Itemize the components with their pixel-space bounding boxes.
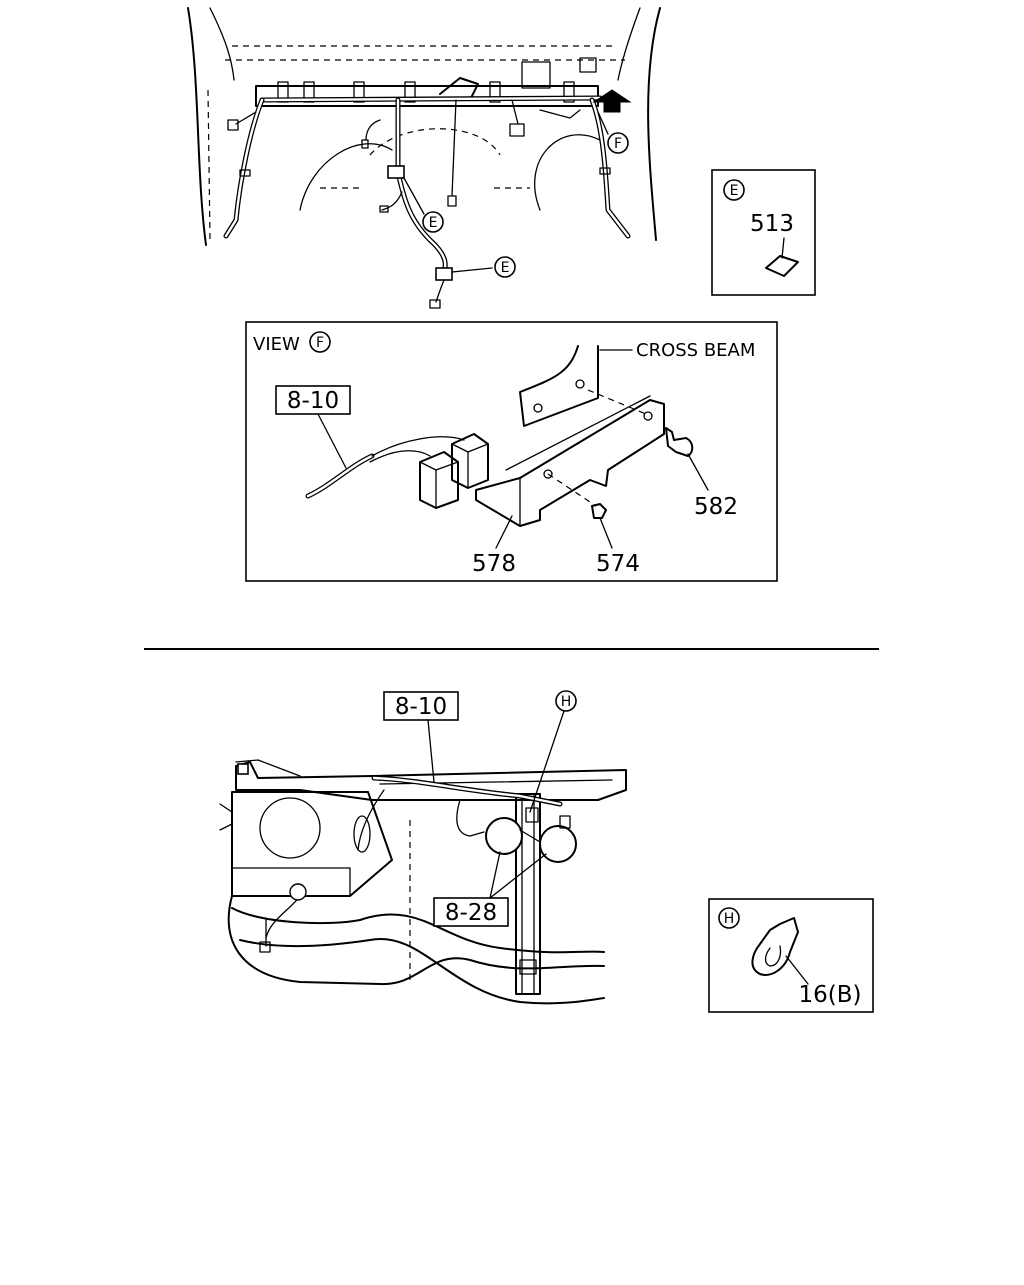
detail-h-letter: H (724, 911, 735, 927)
svg-text:E: E (429, 215, 438, 231)
svg-text:8-10: 8-10 (395, 694, 447, 720)
screw-574-shape (591, 503, 607, 519)
clip-513-shape (765, 255, 799, 277)
svg-text:H: H (561, 694, 572, 710)
ref-box-8-10-bottom: 8-10 (383, 691, 459, 721)
svg-text:E: E (501, 260, 510, 276)
view-label: VIEW (253, 334, 300, 355)
callout-e-lower: E (494, 256, 516, 278)
svg-text:F: F (614, 136, 622, 152)
ref-box-8-10-view (275, 385, 351, 415)
part-513-label: 513 (750, 211, 794, 237)
view-f-letter: F (316, 335, 324, 351)
ref-box-8-28: 8-28 (433, 897, 509, 927)
cross-beam-label: CROSS BEAM (636, 340, 755, 361)
part-574-label: 574 (596, 551, 640, 577)
part-16b-label: 16(B) (799, 982, 862, 1008)
callout-e-upper: E (422, 211, 444, 233)
view-f-box: VIEW F CROSS BEAM 8-10 582 (245, 321, 778, 582)
svg-text:8-28: 8-28 (445, 900, 497, 926)
detail-e-box: E 513 (711, 169, 816, 296)
clip-16b-shape (751, 917, 799, 976)
radiator-support-illustration (219, 759, 627, 1005)
svg-text:8-10: 8-10 (287, 388, 339, 414)
callout-h: H (555, 690, 577, 712)
clip-582-shape (665, 427, 694, 457)
detail-h-box: H 16(B) (708, 898, 874, 1013)
part-582-label: 582 (694, 494, 738, 520)
part-578-label: 578 (472, 551, 516, 577)
callout-f: F (607, 132, 629, 154)
dashboard-harness-illustration (187, 7, 661, 309)
detail-e-letter: E (730, 183, 739, 199)
